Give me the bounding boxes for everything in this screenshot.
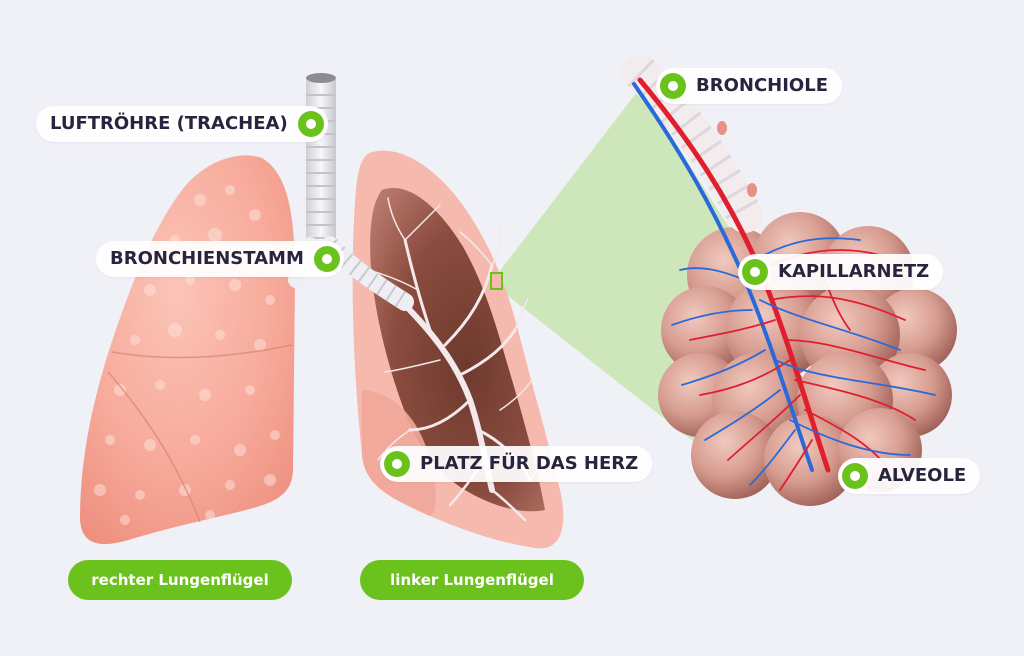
label-trachea-text: LUFTRÖHRE (TRACHEA): [50, 113, 288, 134]
marker-dot-icon: [742, 259, 768, 285]
caption-right-lung: rechter Lungenflügel: [68, 560, 292, 600]
marker-dot-icon: [842, 463, 868, 489]
label-bronchial-trunk: BRONCHIENSTAMM: [96, 241, 344, 277]
label-bronchial-trunk-text: BRONCHIENSTAMM: [110, 248, 304, 269]
marker-dot-icon: [297, 111, 324, 137]
label-bronchiole: BRONCHIOLE: [656, 68, 842, 104]
label-bronchiole-text: BRONCHIOLE: [696, 75, 828, 96]
left-lung: [352, 150, 564, 549]
marker-dot-icon: [313, 246, 340, 272]
marker-dot-icon: [384, 451, 410, 477]
label-capillary-net: KAPILLARNETZ: [738, 254, 944, 290]
bronchiole-tube: [622, 54, 763, 233]
marker-dot-icon: [660, 73, 686, 99]
label-heart-space-text: PLATZ FÜR DAS HERZ: [420, 453, 639, 474]
label-alveole-text: ALVEOLE: [878, 465, 967, 486]
right-lung: [80, 155, 295, 545]
label-heart-space: PLATZ FÜR DAS HERZ: [380, 446, 653, 482]
label-trachea: LUFTRÖHRE (TRACHEA): [36, 106, 328, 142]
label-alveole: ALVEOLE: [838, 458, 981, 494]
label-capillary-net-text: KAPILLARNETZ: [778, 261, 930, 282]
caption-left-lung: linker Lungenflügel: [360, 560, 584, 600]
alveoli-cluster: [658, 212, 957, 506]
